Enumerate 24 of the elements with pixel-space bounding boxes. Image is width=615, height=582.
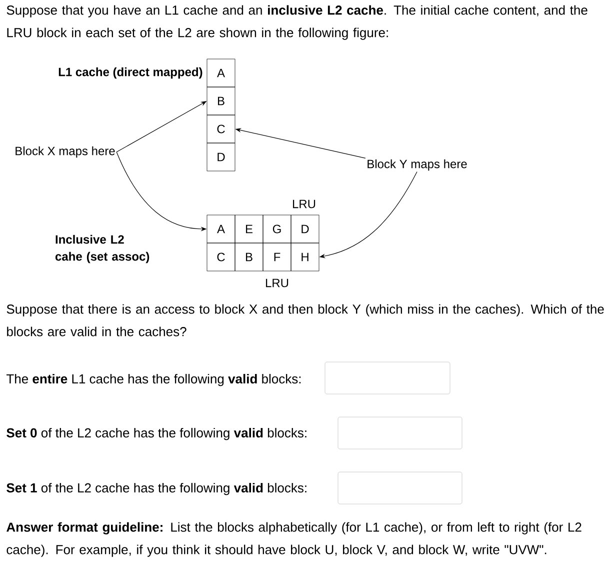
cache-block-cell: G [262, 214, 292, 244]
lru-label: LRU [266, 278, 288, 288]
cache-block-cell: B [206, 86, 236, 116]
cache-block-cell: B [234, 242, 264, 272]
cache-block-cell: E [234, 214, 264, 244]
cache-block-cell: A [206, 58, 236, 88]
cache-block-cell: F [262, 242, 292, 272]
lru-label: LRU [293, 200, 316, 208]
cache-block-cell: D [290, 214, 320, 244]
guideline-text: Answer format guideline: List the blocks alphabetically (for L1 cache), or from left to right (for L2 cache). For example, if you think it should have block U, block V, and block W, write "UVW". [6, 522, 582, 557]
cache-block-cell: H [290, 242, 320, 272]
cache-title: Inclusive L2 cahe (set assoc) [55, 234, 150, 264]
intro-text: Suppose that you have an L1 cache and an inclusive L2 cache. The initial cache content, and the LRU block in each set of the L2 are shown in the following figure: [6, 5, 588, 40]
cache-block-cell: C [206, 114, 236, 144]
cache-title: L1 cache (direct mapped) [58, 67, 202, 79]
question-text: Set 1 of the L2 cache has the following valid blocks: [6, 482, 306, 496]
question-text: Suppose that there is an access to block X and then block Y (which miss in the caches). Which of the blocks are valid in the caches? [6, 304, 604, 336]
cache-block-cell: A [206, 214, 236, 244]
question-text: The entire L1 cache has the following valid blocks: [6, 374, 301, 386]
cache-block-cell: C [206, 242, 236, 272]
question-text: Set 0 of the L2 cache has the following valid blocks: [6, 428, 306, 440]
mapping-label: Block Y maps here [368, 159, 467, 171]
cache-block-cell: D [206, 142, 236, 172]
mapping-label: Block X maps here [16, 146, 115, 158]
